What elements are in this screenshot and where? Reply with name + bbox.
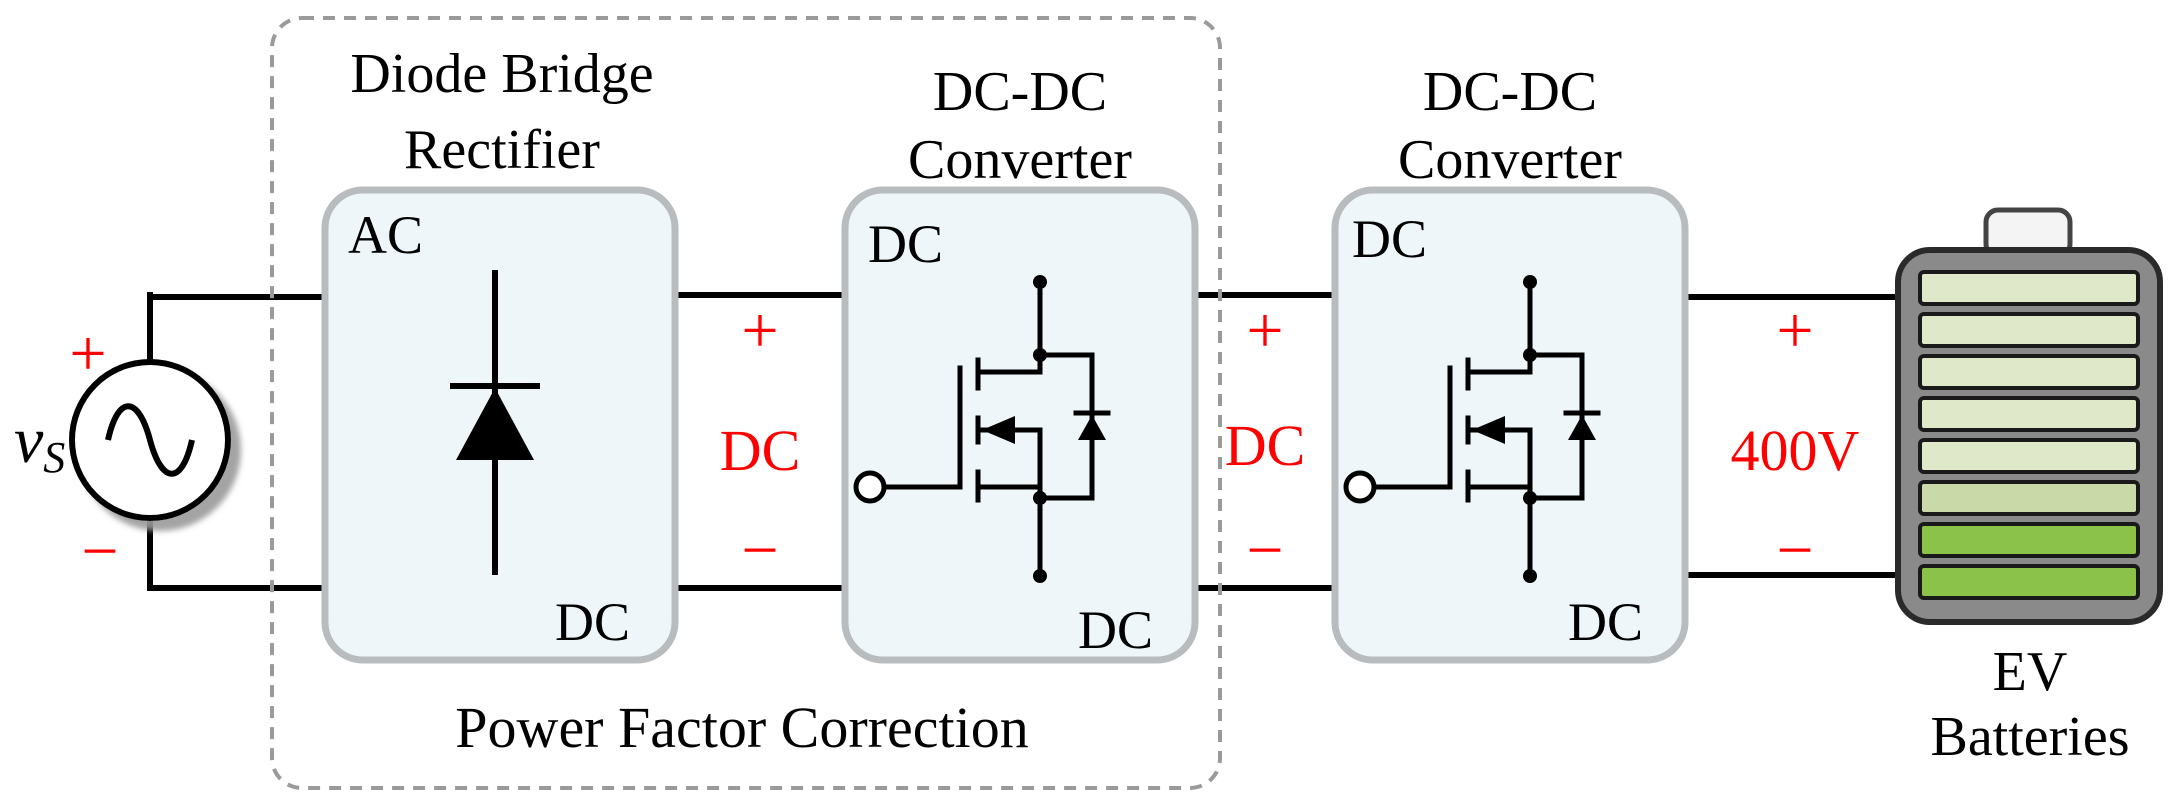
converter2-title-line2: Converter [1398, 129, 1622, 191]
battery-cell [1918, 480, 2140, 516]
wire-source-bottom [147, 515, 328, 591]
rectifier-title-line1: Diode Bridge [350, 43, 653, 105]
link3-voltage-label: 400V [1731, 418, 1860, 483]
converter2-block: DC-DC Converter DC DC [1331, 61, 1689, 664]
rectifier-output-label: DC [555, 592, 630, 652]
link2-plus-sign: + [1246, 294, 1283, 367]
converter2-title-line1: DC-DC [1423, 61, 1597, 123]
converter2-input-label: DC [1352, 209, 1427, 269]
pfc-group-outline [270, 16, 1222, 790]
link3-minus-sign: − [1776, 514, 1813, 587]
sine-wave-icon [105, 403, 195, 477]
battery-cell [1918, 438, 2140, 474]
converter1-block: DC-DC Converter DC DC [841, 61, 1199, 664]
source-symbol: vS [14, 404, 65, 482]
converter1-title-line1: DC-DC [933, 61, 1107, 123]
pfc-caption: Power Factor Correction [455, 695, 1028, 760]
link1-plus-sign: + [741, 294, 778, 367]
battery-cell [1918, 312, 2140, 348]
mosfet-icon [1343, 275, 1601, 583]
converter1-output-label: DC [1078, 600, 1153, 660]
source-minus-sign: − [81, 515, 118, 588]
link2-minus-sign: − [1246, 514, 1283, 587]
rectifier-title-line2: Rectifier [404, 119, 600, 181]
link2-voltage-label: DC [1225, 413, 1306, 478]
battery-cell [1918, 354, 2140, 390]
battery-label-line1: EV [1993, 641, 2068, 703]
converter1-input-label: DC [868, 214, 943, 274]
converter1-box [841, 186, 1199, 664]
converter1-title-line2: Converter [908, 129, 1132, 191]
battery-cell [1918, 564, 2140, 600]
mosfet-icon [853, 275, 1111, 583]
wire-source-top [147, 292, 328, 300]
battery-cell [1918, 522, 2140, 558]
diode-icon [450, 270, 540, 575]
converter2-box [1331, 186, 1689, 664]
ac-source: + − vS [14, 317, 231, 588]
battery-label-line2: Batteries [1930, 706, 2129, 768]
link3-plus-sign: + [1776, 294, 1813, 367]
battery-cells [1918, 270, 2140, 600]
battery-cell [1918, 396, 2140, 432]
rectifier-input-label: AC [348, 205, 423, 265]
converter2-output-label: DC [1568, 592, 1643, 652]
source-plus-sign: + [69, 317, 106, 390]
rectifier-block: Diode Bridge Rectifier AC DC [321, 43, 679, 664]
link1-voltage-label: DC [720, 418, 801, 483]
battery-cell [1918, 270, 2140, 306]
link1-minus-sign: − [741, 514, 778, 587]
ev-battery: EV Batteries [1895, 207, 2163, 768]
